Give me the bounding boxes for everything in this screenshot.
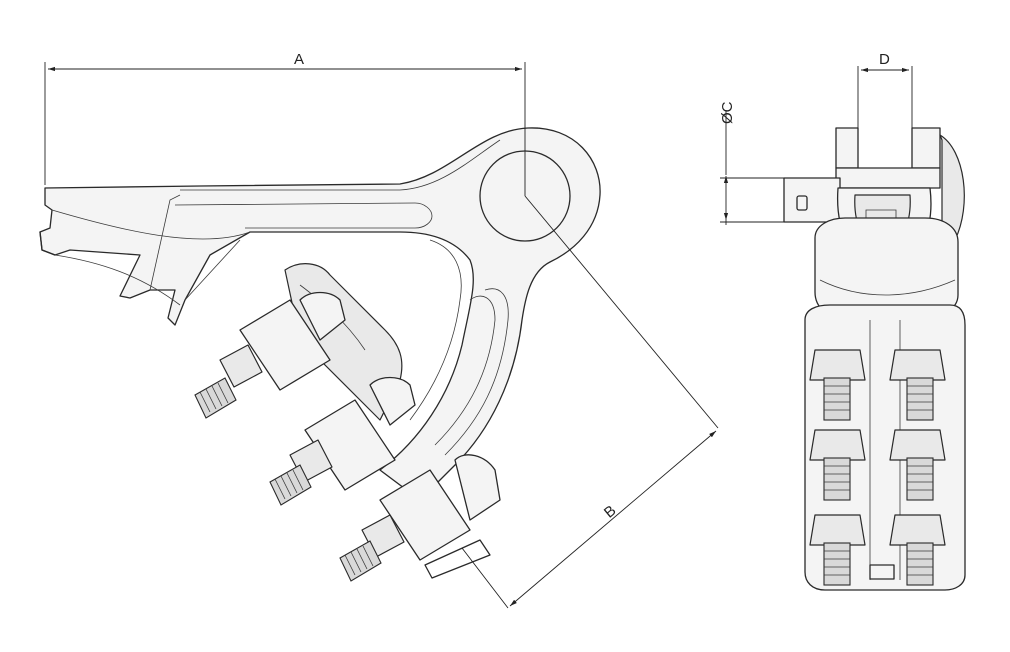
- curved-groove: [444, 288, 509, 456]
- label-d: D: [879, 51, 890, 68]
- front-view: [783, 127, 966, 591]
- bolt-2: [269, 376, 416, 506]
- side-view: [39, 127, 601, 582]
- label-b: B: [601, 502, 620, 521]
- dimension-a: A: [44, 51, 526, 196]
- dimension-d: D: [857, 51, 913, 128]
- label-c: ØC: [719, 101, 736, 124]
- clamp-arm: [39, 127, 601, 501]
- upper-slot: [174, 202, 433, 229]
- front-bolts: [823, 377, 934, 586]
- dimension-c: ØC: [719, 101, 784, 225]
- bolt-3: [339, 454, 501, 582]
- label-a: A: [294, 51, 304, 68]
- front-nuts: [809, 349, 946, 546]
- bolt-1: [194, 291, 346, 419]
